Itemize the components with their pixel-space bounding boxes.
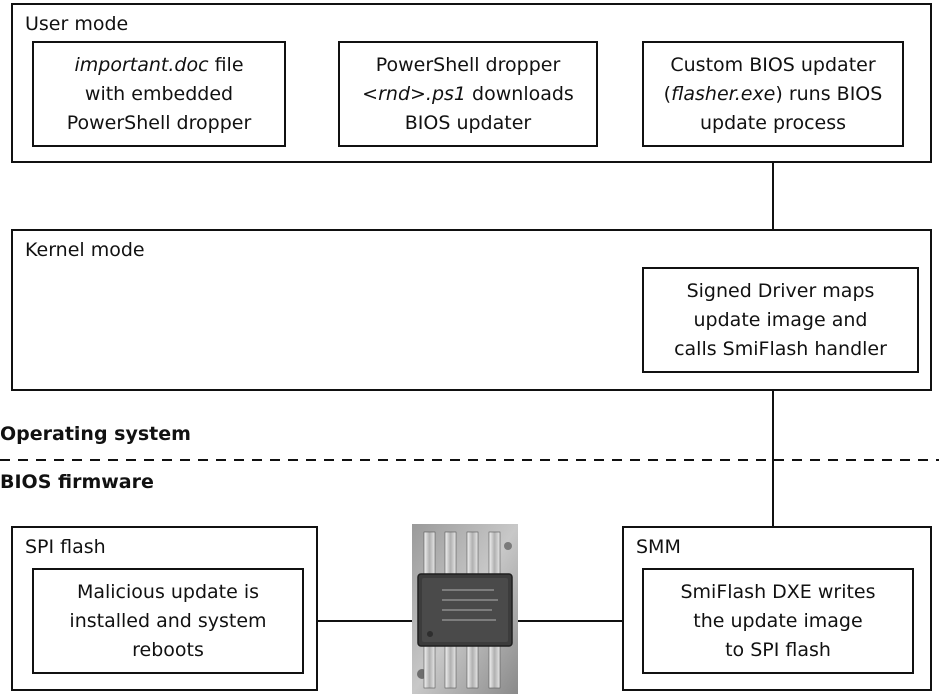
box-malicious-update: Malicious update is installed and system…	[32, 568, 304, 674]
updater-filename: flasher.exe	[671, 82, 776, 105]
dropper-filename: <rnd>.ps1	[362, 82, 467, 105]
box-powershell-dropper: PowerShell dropper <rnd>.ps1 downloads B…	[338, 41, 598, 147]
user-mode-label: User mode	[25, 13, 129, 35]
spi-flash-chip-icon	[412, 524, 518, 694]
bios-firmware-label: BIOS firmware	[0, 471, 154, 493]
doc-filename: important.doc	[74, 53, 209, 76]
box-important-doc: important.doc file with embedded PowerSh…	[32, 41, 286, 147]
box-signed-driver: Signed Driver maps update image and call…	[642, 267, 919, 373]
box-smiflash-dxe: SmiFlash DXE writes the update image to …	[642, 568, 914, 674]
spi-flash-label: SPI flash	[25, 536, 106, 558]
box-custom-bios-updater: Custom BIOS updater (flasher.exe) runs B…	[642, 41, 904, 147]
operating-system-label: Operating system	[0, 423, 191, 445]
kernel-mode-label: Kernel mode	[25, 239, 145, 261]
smm-label: SMM	[636, 536, 681, 558]
